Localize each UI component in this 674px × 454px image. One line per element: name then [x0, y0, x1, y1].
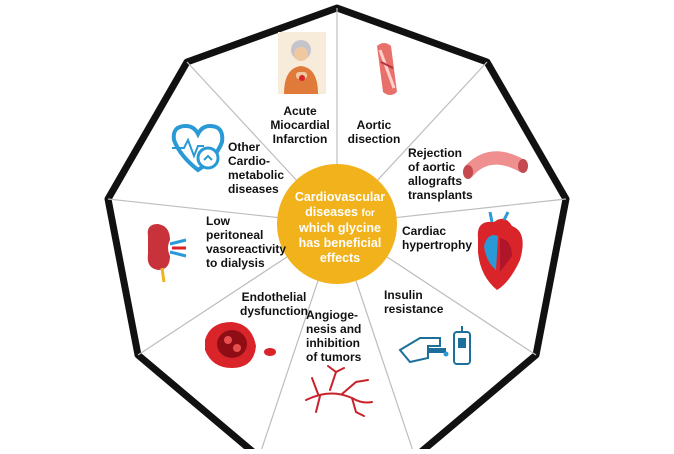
segment-label-aortic-allografts: Rejection of aortic allografts transplan…	[408, 146, 473, 202]
heart-monitor-icon	[171, 123, 225, 173]
blood-vessels-icon	[305, 365, 373, 417]
segment-label-endothelial-dysfunction: Endothelial dysfunction	[240, 290, 308, 318]
center-circle	[277, 164, 397, 284]
segment-label-other-cardiometabolic: Other Cardio- metabolic diseases	[228, 140, 285, 196]
blood-vessel-cells-icon	[205, 322, 276, 368]
aortic-allograft-icon	[463, 151, 528, 179]
segment-label-acute-mi: Acute Miocardial Infarction	[270, 104, 330, 146]
center-title: Cardiovascular diseases for which glycin…	[294, 190, 386, 265]
heart-anatomy-icon	[470, 211, 532, 294]
segment-label-peritoneal-vasoreactivity: Low peritoneal vasoreactivity to dialysi…	[206, 214, 287, 270]
aorta-dissection-icon	[377, 43, 397, 95]
segment-label-insulin-resistance: Insulin resistance	[384, 288, 444, 316]
segment-label-angiogenesis: Angioge- nesis and inhibition of tumors	[306, 308, 362, 364]
patient-chest-pain-icon	[278, 32, 326, 94]
insulin-pen-glucometer-icon	[398, 326, 471, 365]
segment-label-aortic-disection: Aortic disection	[347, 118, 401, 146]
segment-label-cardiac-hypertrophy: Cardiac hypertrophy	[402, 224, 473, 252]
kidney-icon	[147, 224, 187, 283]
